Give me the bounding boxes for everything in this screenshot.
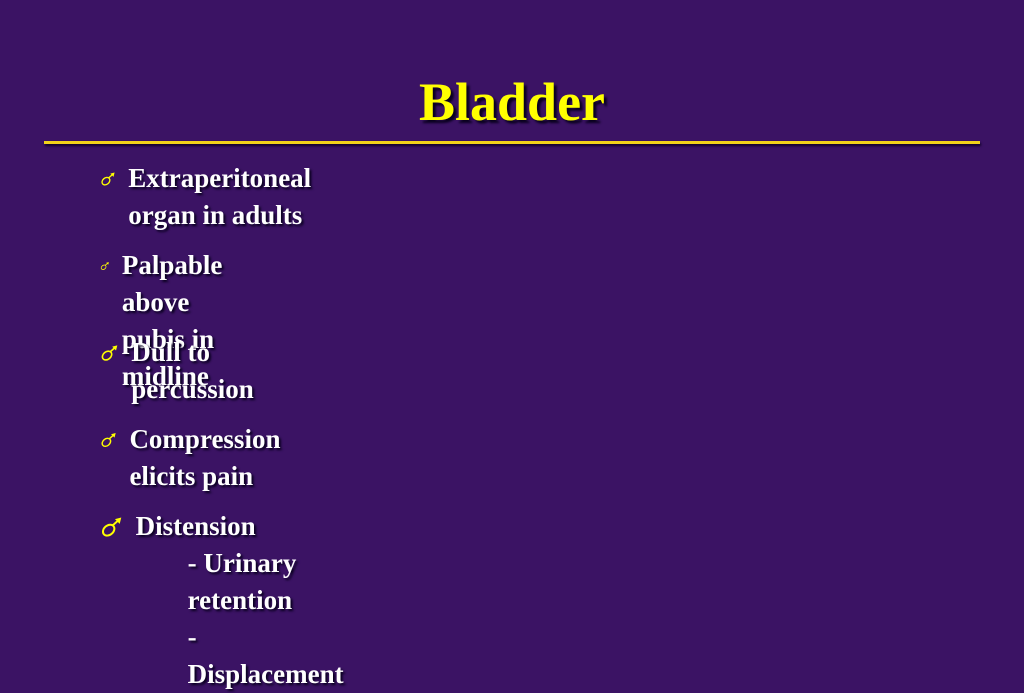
bullet-item: Dull to percussion	[100, 334, 265, 408]
bullet-item: Palpable above pubis in midline	[100, 247, 243, 395]
male-symbol-icon	[101, 172, 115, 186]
male-symbol-icon	[101, 433, 116, 448]
bullet-item: Compression elicits pain	[100, 421, 293, 495]
title-divider	[44, 141, 980, 144]
sub-bullet-text: - Displacement	[187, 622, 344, 689]
bullet-text: Extraperitoneal organ in adults	[128, 163, 312, 230]
male-symbol-icon	[101, 345, 118, 361]
bullet-text: Compression elicits pain	[129, 424, 281, 491]
bullet-item: Distension - Urinary retention - Displac…	[100, 508, 350, 693]
bullet-item: Extraperitoneal organ in adults	[100, 160, 325, 234]
sub-bullet-text: - Urinary retention	[187, 548, 297, 615]
bullet-text: Distension	[135, 511, 256, 541]
male-symbol-icon	[101, 517, 122, 537]
slide-title: Bladder	[418, 72, 606, 132]
bullet-text: Dull to percussion	[131, 337, 254, 404]
bullet-text: Palpable above pubis in midline	[121, 250, 223, 391]
male-symbol-icon	[100, 262, 109, 270]
